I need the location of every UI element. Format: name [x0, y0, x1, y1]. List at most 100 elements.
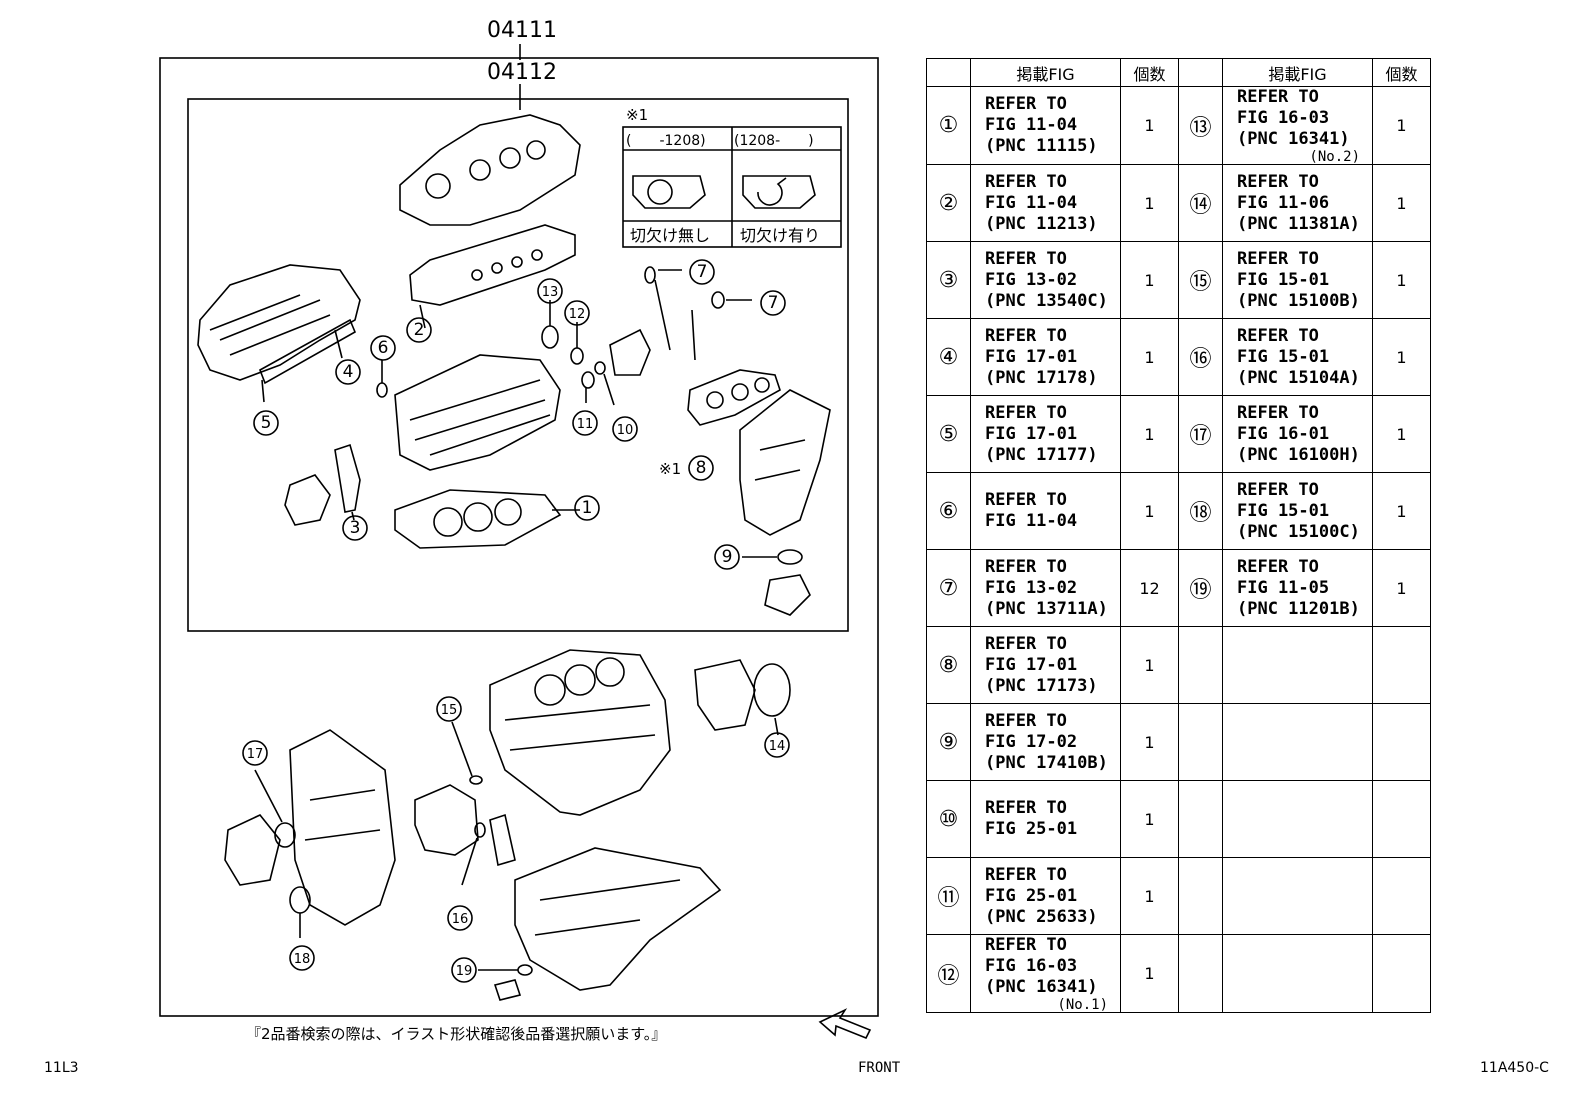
fig-reference-text: REFER TO FIG 13-02 (PNC 13711A)	[985, 556, 1108, 619]
item-number: ⑨	[926, 703, 971, 781]
fig-reference: REFER TO FIG 11-05 (PNC 11201B)	[1222, 549, 1373, 627]
callout-17: 17	[247, 747, 264, 762]
fig-reference-text: REFER TO FIG 13-02 (PNC 13540C)	[985, 248, 1108, 311]
quantity: 1	[1372, 241, 1431, 319]
fig-reference: REFER TO FIG 17-02 (PNC 17410B)	[970, 703, 1121, 781]
quantity	[1372, 626, 1431, 704]
fig-reference-text: REFER TO FIG 16-01 (PNC 16100H)	[1237, 402, 1360, 465]
item-number: ⑦	[926, 549, 971, 627]
quantity	[1372, 780, 1431, 858]
item-number: ⑥	[926, 472, 971, 550]
callout-16: 16	[452, 912, 469, 927]
fig-reference-text: REFER TO FIG 16-03 (PNC 16341)	[1237, 87, 1350, 149]
callout-10: 10	[617, 423, 634, 438]
callout-19: 19	[456, 964, 473, 979]
header-no-left	[926, 58, 971, 87]
fig-reference-text: REFER TO FIG 11-05 (PNC 11201B)	[1237, 556, 1360, 619]
variant-col2-range: (1208- )	[734, 133, 814, 149]
fig-reference	[1222, 780, 1373, 858]
quantity: 1	[1120, 86, 1179, 165]
header-fig-right: 掲載FIG	[1222, 58, 1373, 87]
fig-reference-text: REFER TO FIG 25-01	[985, 798, 1078, 839]
quantity: 1	[1120, 780, 1179, 858]
callout-18: 18	[294, 952, 311, 967]
callout-4: 4	[343, 362, 354, 382]
selection-note: 『2品番検索の際は、イラスト形状確認後品番選択願います。』	[246, 1025, 667, 1043]
fig-reference-text: REFER TO FIG 15-01 (PNC 15100C)	[1237, 479, 1360, 542]
quantity: 1	[1372, 395, 1431, 473]
quantity: 1	[1120, 241, 1179, 319]
item-number: ④	[926, 318, 971, 396]
callout-14: 14	[769, 739, 786, 754]
fig-reference: REFER TO FIG 17-01 (PNC 17177)	[970, 395, 1121, 473]
header-qty-left: 個数	[1120, 58, 1179, 87]
fig-reference-text: REFER TO FIG 15-01 (PNC 15104A)	[1237, 325, 1360, 388]
fig-reference-text: REFER TO FIG 11-04 (PNC 11213)	[985, 171, 1098, 234]
item-number	[1178, 934, 1223, 1013]
fig-reference-text: REFER TO FIG 11-04 (PNC 11115)	[985, 94, 1098, 156]
item-number: ⑱	[1178, 472, 1223, 550]
fig-reference-text: REFER TO FIG 17-01 (PNC 17173)	[985, 633, 1098, 696]
outer-kit-frame	[159, 57, 879, 1017]
fig-reference: REFER TO FIG 16-03 (PNC 16341)(No.2)	[1222, 86, 1373, 165]
header-fig-left: 掲載FIG	[970, 58, 1121, 87]
callout-8: 8	[696, 458, 707, 478]
quantity: 1	[1120, 703, 1179, 781]
fig-reference	[1222, 857, 1373, 935]
callout-7a: 7	[697, 262, 708, 282]
item-number: ⑮	[1178, 241, 1223, 319]
fig-reference-text: REFER TO FIG 11-04	[985, 490, 1078, 531]
table-row: ⑩ REFER TO FIG 25-01 1	[926, 780, 1431, 858]
quantity: 1	[1120, 318, 1179, 396]
fig-reference-sub: (No.1)	[1057, 997, 1108, 1013]
callout-1: 1	[582, 498, 593, 518]
fig-reference: REFER TO FIG 11-06 (PNC 11381A)	[1222, 164, 1373, 242]
fig-reference: REFER TO FIG 16-03 (PNC 16341)(No.1)	[970, 934, 1121, 1013]
kit-number-outer: 04111	[487, 18, 557, 43]
page-code-left: 11L3	[44, 1060, 79, 1076]
quantity: 1	[1372, 472, 1431, 550]
fig-reference-sub: (No.2)	[1309, 149, 1360, 165]
variant-col1-label: 切欠け無し	[630, 226, 710, 245]
fig-reference: REFER TO FIG 11-04	[970, 472, 1121, 550]
variant-col1-range: ( -1208)	[626, 133, 706, 149]
header-no-right	[1178, 58, 1223, 87]
fig-reference-text: REFER TO FIG 17-01 (PNC 17177)	[985, 402, 1098, 465]
quantity	[1372, 934, 1431, 1013]
callout-9: 9	[722, 547, 733, 567]
variant-mark: ※1	[626, 106, 648, 124]
variant-col2-label: 切欠け有り	[740, 226, 820, 245]
quantity	[1372, 857, 1431, 935]
callout-6: 6	[378, 338, 389, 358]
fig-reference: REFER TO FIG 13-02 (PNC 13540C)	[970, 241, 1121, 319]
front-label: FRONT	[858, 1060, 901, 1076]
fig-reference-text: REFER TO FIG 16-03 (PNC 16341)	[985, 935, 1098, 997]
fig-reference-text: REFER TO FIG 25-01 (PNC 25633)	[985, 864, 1098, 927]
item-number: ③	[926, 241, 971, 319]
fig-reference-text: REFER TO FIG 15-01 (PNC 15100B)	[1237, 248, 1360, 311]
quantity: 1	[1372, 318, 1431, 396]
callout-12: 12	[569, 307, 586, 322]
quantity: 1	[1120, 857, 1179, 935]
quantity: 1	[1120, 934, 1179, 1013]
fig-reference-text: REFER TO FIG 17-01 (PNC 17178)	[985, 325, 1098, 388]
item-number: ⑩	[926, 780, 971, 858]
quantity: 1	[1120, 164, 1179, 242]
item-number: ⑲	[1178, 549, 1223, 627]
quantity: 1	[1120, 472, 1179, 550]
item-number: ⑯	[1178, 318, 1223, 396]
page-code-right: 11A450-C	[1480, 1060, 1549, 1076]
quantity	[1372, 703, 1431, 781]
header-qty-right: 個数	[1372, 58, 1431, 87]
callout-3: 3	[350, 518, 361, 538]
quantity: 12	[1120, 549, 1179, 627]
item-number: ⑪	[926, 857, 971, 935]
